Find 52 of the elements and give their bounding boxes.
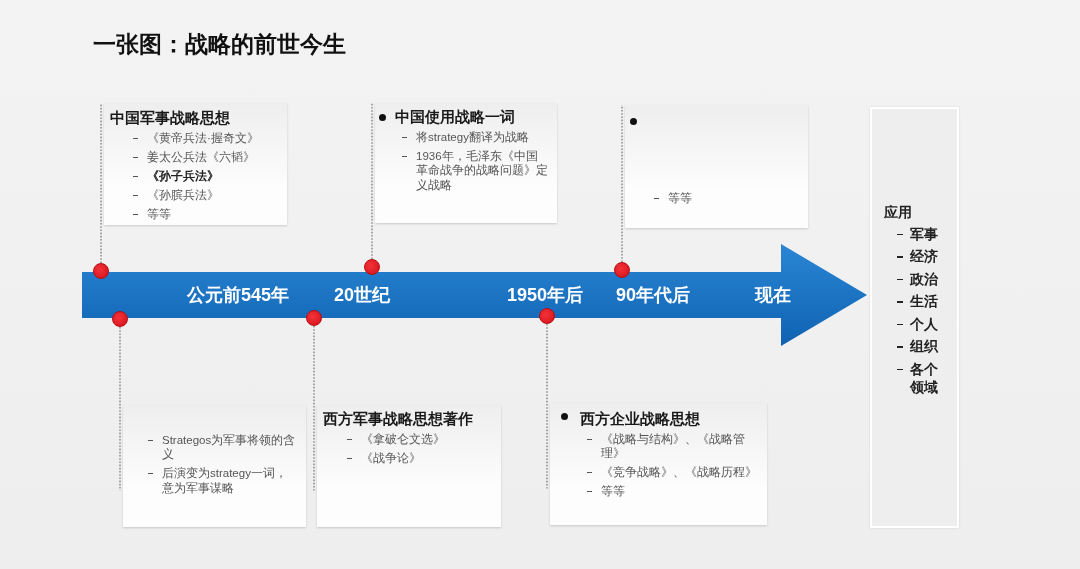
timeline-dot [93, 263, 109, 279]
list-item: 《竞争战略》、《战略历程》 [587, 465, 759, 480]
list-item: 等等 [133, 206, 279, 221]
era-label: 现在 [755, 284, 791, 306]
era-label: 90年代后 [616, 284, 690, 306]
list-item: 《战略与结构》、《战略管理》 [587, 431, 759, 461]
text-box [317, 405, 501, 527]
list-item: 政治 [897, 269, 945, 288]
list-item: 军事 [897, 224, 945, 243]
leader-line [100, 102, 102, 264]
list-item: 经济 [897, 247, 945, 265]
box-heading: 西方企业战略思想 [580, 410, 701, 429]
diagram-title: 一张图：战略的前世今生 [93, 30, 346, 59]
text-box [104, 103, 287, 225]
era-label: 20世纪 [334, 284, 390, 306]
list-item: 个人 [897, 314, 945, 333]
era-label: 1950年后 [507, 284, 583, 306]
box-heading: 中国军事战略思想 [110, 109, 231, 128]
timeline-arrow [82, 244, 867, 346]
box-heading: 中国使用战略一词 [395, 108, 516, 127]
leader-line [621, 104, 623, 263]
list-item: 将strategy翻译为战略 [402, 129, 549, 144]
list-item: 《黄帝兵法·握奇文》 [133, 130, 279, 145]
list-item: 各个领域 [897, 359, 945, 396]
text-box [550, 403, 767, 525]
list-item: 组织 [897, 337, 945, 355]
list-item: 《战争论》 [347, 450, 493, 465]
list-item: 等等 [587, 484, 759, 499]
list-item: 生活 [897, 292, 945, 310]
box-heading: 应用 [884, 203, 913, 222]
text-box [123, 405, 306, 527]
leader-line [119, 326, 121, 492]
era-label: 公元前545年 [187, 284, 289, 306]
list-item: 《拿破仑文选》 [347, 431, 493, 446]
leader-line [371, 102, 373, 260]
timeline-dot [112, 311, 128, 327]
leader-line [546, 323, 548, 490]
list-item: 等等 [654, 190, 800, 205]
list-item: 《孙子兵法》 [133, 168, 279, 183]
list-item: 1936年，毛泽东《中国革命战争的战略问题》定义战略 [402, 148, 549, 192]
timeline-dot [364, 259, 380, 275]
text-box [625, 105, 808, 228]
list-item: 姜太公兵法《六韬》 [133, 149, 279, 164]
list-item: 《孙膑兵法》 [133, 187, 279, 202]
box-heading: 西方军事战略思想著作 [323, 410, 474, 429]
list-item: 后演变为strategy一词，意为军事谋略 [148, 466, 298, 495]
application-panel [870, 107, 959, 528]
timeline-dot [306, 310, 322, 326]
timeline-dot [614, 262, 630, 278]
list-item: Strategos为军事将领的含义 [148, 432, 298, 462]
leader-line [313, 325, 315, 492]
text-box [375, 103, 557, 223]
